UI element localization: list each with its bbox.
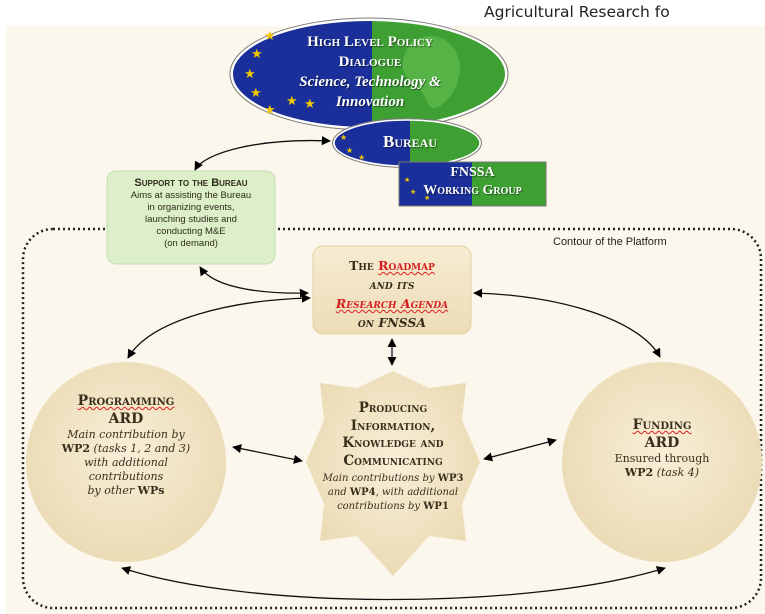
bureau-label: Bureau (382, 132, 437, 151)
fnssa-label: FNSSA Working Group (400, 164, 545, 200)
producing-wp1: WP1 (423, 501, 449, 512)
roadmap-text: The Roadmap and its Research Agenda on F… (314, 256, 470, 332)
programming-circle (26, 362, 226, 562)
platform-contour (21, 227, 763, 610)
arrow-producing-funding (483, 437, 557, 462)
svg-text:★: ★ (424, 194, 430, 202)
arrow-bureau-support (194, 136, 331, 171)
arrow-roadmap-funding (473, 288, 661, 358)
producing-line-1: Producing (358, 400, 428, 416)
funding-text: Funding ARD Ensured through WP2 (task 4) (592, 416, 732, 480)
producing-contrib-2: , with additional (375, 487, 459, 498)
programming-line-5: by other (87, 484, 135, 497)
funding-title: Funding (632, 417, 692, 433)
arrow-support-roadmap (199, 266, 309, 298)
dialogue-label: High Level Policy Dialogue Science, Tech… (270, 32, 470, 112)
producing-wp3: WP3 (437, 473, 464, 484)
producing-line-4: Communicating (343, 452, 443, 469)
svg-text:★: ★ (340, 133, 347, 142)
support-line-3: launching studies and (145, 214, 237, 225)
fnssa-line-2: Working Group (423, 183, 522, 198)
programming-title: Programming (77, 393, 175, 409)
producing-text: Producing Information, Knowledge and Com… (308, 400, 478, 514)
producing-and: and (327, 487, 347, 498)
roadmap-fnssa: FNSSA (378, 315, 427, 330)
svg-text:★: ★ (410, 188, 416, 196)
support-title: Support to the Bureau (134, 177, 248, 189)
dialogue-line-3: Science, Technology & (299, 74, 441, 90)
support-line-1: Aims at assisting the Bureau (130, 190, 252, 201)
arrow-roadmap-programming (127, 293, 311, 359)
funding-circle (562, 362, 762, 562)
programming-wps: WPs (137, 484, 165, 497)
funding-line-1: Ensured through (614, 452, 710, 465)
svg-text:★: ★ (244, 67, 256, 82)
fnssa-flag: ★★★ (398, 161, 547, 207)
contour-label: Contour of the Platform (553, 236, 667, 248)
svg-text:★: ★ (251, 47, 263, 62)
roadmap-on: on (357, 315, 374, 330)
roadmap-word: Roadmap (378, 258, 435, 273)
dialogue-line-2: Dialogue (338, 54, 402, 70)
fnssa-line-1: FNSSA (450, 165, 495, 180)
funding-wp: WP2 (624, 466, 654, 479)
programming-line-1: Main contribution by (67, 428, 185, 441)
roadmap-research-agenda: Research Agenda (335, 296, 449, 311)
producing-line-3: Knowledge and (342, 435, 444, 451)
svg-text:★: ★ (286, 94, 298, 109)
dialogue-line-4: Innovation (335, 94, 405, 110)
svg-text:★: ★ (346, 146, 353, 155)
programming-text: Programming ARD Main contribution by WP2… (40, 392, 212, 498)
svg-text:★: ★ (264, 29, 276, 44)
arrow-programming-producing (232, 444, 303, 464)
svg-text:★: ★ (264, 103, 276, 118)
programming-line-4: contributions (88, 470, 164, 483)
roadmap-and-its: and its (369, 277, 415, 292)
producing-contrib-1: Main contributions by (322, 473, 435, 484)
producing-star (306, 371, 480, 576)
programming-wp: WP2 (61, 442, 91, 455)
support-box (106, 170, 276, 265)
arrow-programming-funding (121, 566, 666, 601)
support-line-2: in organizing events, (147, 202, 235, 213)
svg-text:★: ★ (304, 97, 316, 112)
funding-task: (task 4) (656, 466, 700, 479)
programming-line-3: with additional (84, 456, 168, 469)
funding-subtitle: ARD (644, 435, 680, 451)
producing-line-2: Information, (350, 417, 436, 434)
svg-text:★: ★ (358, 153, 365, 162)
support-line-4: conducting M&E (156, 226, 226, 237)
producing-wp4: WP4 (349, 487, 376, 498)
support-line-5: (on demand) (164, 238, 218, 249)
roadmap-the: The (349, 258, 374, 273)
svg-text:★: ★ (404, 176, 410, 184)
header-text: Agricultural Research fo (484, 3, 670, 21)
support-text: Support to the Bureau Aims at assisting … (108, 176, 274, 250)
programming-tasks: (tasks 1, 2 and 3) (93, 442, 191, 455)
svg-text:★: ★ (250, 86, 262, 101)
producing-contrib-3: contributions by (337, 501, 421, 512)
programming-subtitle: ARD (108, 411, 144, 427)
roadmap-box (312, 245, 472, 335)
dialogue-line-1: High Level Policy (307, 34, 433, 50)
